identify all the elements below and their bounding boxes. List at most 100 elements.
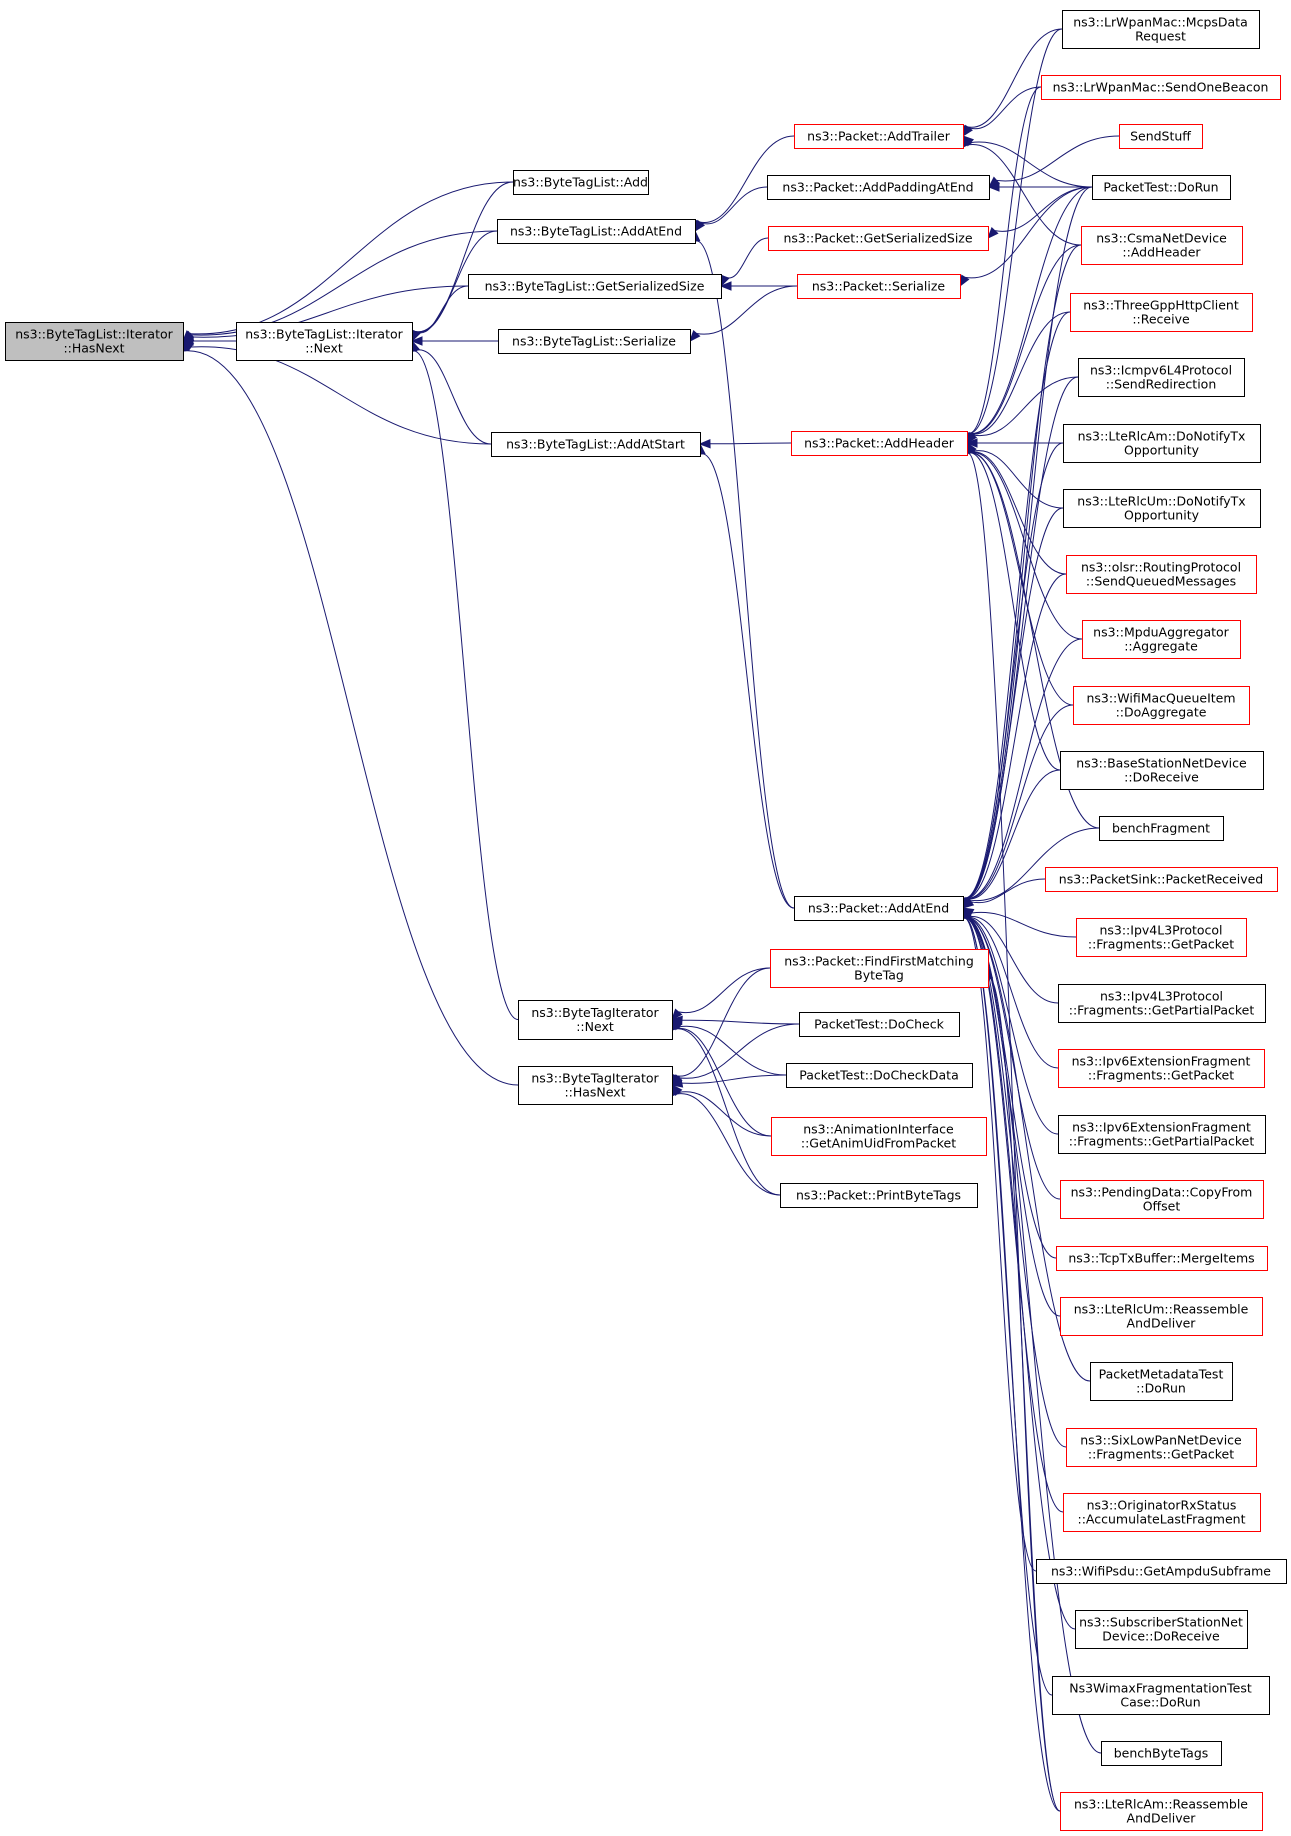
node-benchbt[interactable]: benchByteTags [1101,1741,1222,1766]
node-label: PacketTest::DoCheckData [799,1068,959,1083]
node-btl-getser[interactable]: ns3::ByteTagList::GetSerializedSize [468,274,722,299]
node-label: ns3::Packet::GetSerializedSize [783,231,972,246]
node-p-serialize[interactable]: ns3::Packet::Serialize [797,274,961,299]
node-label: ns3::ThreeGppHttpClient [1083,298,1239,313]
node-printbt[interactable]: ns3::Packet::PrintByteTags [780,1183,978,1208]
node-label: ::AccumulateLastFragment [1078,1512,1246,1527]
node-mpdu[interactable]: ns3::MpduAggregator::Aggregate [1082,620,1241,659]
call-edge [959,573,1067,910]
node-label: ns3::Ipv4L3Protocol [1099,923,1222,938]
node-box [468,274,722,299]
call-edge [670,1018,781,1196]
node-sendstuff[interactable]: SendStuff [1119,124,1203,149]
node-label: ns3::Ipv6ExtensionFragment [1072,1120,1251,1135]
node-btl-next[interactable]: ns3::ByteTagList::Iterator::Next [236,322,413,361]
call-edge [671,1018,772,1137]
node-benchfrag[interactable]: benchFragment [1099,816,1224,841]
node-label: ::Fragments::GetPacket [1088,937,1234,952]
node-anim[interactable]: ns3::AnimationInterface::GetAnimUidFromP… [771,1117,987,1156]
node-btl-add[interactable]: ns3::ByteTagList::Add [513,170,649,195]
node-pt-docheckdata[interactable]: PacketTest::DoCheckData [786,1063,973,1088]
node-btl-serialize[interactable]: ns3::ByteTagList::Serialize [498,329,691,354]
node-box [1058,1049,1265,1088]
node-label: benchByteTags [1114,1746,1209,1761]
node-box [1099,816,1224,841]
node-label: Offset [1143,1199,1181,1214]
node-wifiq[interactable]: ns3::WifiMacQueueItem::DoAggregate [1073,686,1250,725]
node-label: ::AddHeader [1122,245,1201,260]
node-box [780,1183,978,1208]
node-pmeta[interactable]: PacketMetadataTest::DoRun [1090,1362,1233,1401]
node-label: benchFragment [1112,821,1210,836]
node-bti-next[interactable]: ns3::ByteTagIterator::Next [518,1000,673,1040]
node-p-addtrailer[interactable]: ns3::Packet::AddTrailer [794,124,964,149]
node-ipv6partial[interactable]: ns3::Ipv6ExtensionFragment::Fragments::G… [1058,1115,1266,1154]
node-box [1063,1493,1261,1532]
node-box [767,175,990,200]
node-label: ::DoReceive [1124,770,1199,785]
node-icmpv6[interactable]: ns3::Icmpv6L4Protocol::SendRedirection [1078,358,1245,397]
node-psink[interactable]: ns3::PacketSink::PacketReceived [1045,867,1278,892]
node-olsr[interactable]: ns3::olsr::RoutingProtocol::SendQueuedMe… [1066,555,1257,594]
node-p-addpadding[interactable]: ns3::Packet::AddPaddingAtEnd [767,175,990,200]
node-label: ns3::ByteTagIterator [531,1071,659,1086]
node-box [1060,1792,1263,1831]
node-label: ::GetAnimUidFromPacket [801,1136,956,1151]
node-root[interactable]: ns3::ByteTagList::Iterator::HasNext [5,322,184,361]
node-bti-hasnext[interactable]: ns3::ByteTagIterator::HasNext [518,1066,673,1105]
node-box [786,1063,973,1088]
call-edge [966,311,1071,445]
node-box [491,432,701,457]
call-edge [965,244,1082,445]
node-box [1073,686,1250,725]
node-wifipsdu[interactable]: ns3::WifiPsdu::GetAmpduSubframe [1036,1559,1287,1584]
node-label: Opportunity [1124,508,1200,523]
node-btl-addatend[interactable]: ns3::ByteTagList::AddAtEnd [497,219,696,244]
node-pt-docheck[interactable]: PacketTest::DoCheck [799,1012,960,1037]
node-p-addheader[interactable]: ns3::Packet::AddHeader [791,431,968,456]
node-ipv4partial[interactable]: ns3::Ipv4L3Protocol::Fragments::GetParti… [1058,984,1266,1023]
node-box [1076,918,1247,957]
call-edge [694,186,768,233]
node-threegpp[interactable]: ns3::ThreeGppHttpClient::Receive [1070,293,1253,332]
node-box [1058,1115,1266,1154]
call-edge [671,1018,787,1076]
node-lrw-beacon[interactable]: ns3::LrWpanMac::SendOneBeacon [1041,75,1281,100]
node-p-getser[interactable]: ns3::Packet::GetSerializedSize [768,226,989,251]
call-edge [182,181,514,342]
node-bsnd[interactable]: ns3::BaseStationNetDevice::DoReceive [1060,751,1264,790]
node-sixlow[interactable]: ns3::SixLowPanNetDevice::Fragments::GetP… [1066,1428,1257,1467]
node-label: ns3::LteRlcAm::Reassemble [1074,1797,1248,1812]
node-ssnd[interactable]: ns3::SubscriberStationNetDevice::DoRecei… [1075,1610,1248,1649]
node-box [5,322,184,361]
node-ipv6frag[interactable]: ns3::Ipv6ExtensionFragment::Fragments::G… [1058,1049,1265,1088]
node-origrx[interactable]: ns3::OriginatorRxStatus::AccumulateLastF… [1063,1493,1261,1532]
node-csma[interactable]: ns3::CsmaNetDevice::AddHeader [1081,226,1243,265]
call-edge [719,281,798,291]
node-label: Opportunity [1124,443,1200,458]
node-box [1082,620,1241,659]
call-edge [670,1074,787,1088]
node-box [497,219,696,244]
node-btl-addatstart[interactable]: ns3::ByteTagList::AddAtStart [491,432,701,457]
node-pt-dorun[interactable]: PacketTest::DoRun [1092,175,1231,200]
call-edge [720,237,769,288]
node-p-addatend[interactable]: ns3::Packet::AddAtEnd [794,896,964,921]
node-label: AndDeliver [1127,1811,1197,1826]
node-label: ::Fragments::GetPartialPacket [1069,1003,1255,1018]
node-box [1060,1297,1263,1336]
node-box [498,329,691,354]
node-label: ByteTag [854,968,904,983]
node-ipv4frag[interactable]: ns3::Ipv4L3Protocol::Fragments::GetPacke… [1076,918,1247,957]
node-tcptx[interactable]: ns3::TcpTxBuffer::MergeItems [1056,1246,1268,1271]
call-edge [670,1015,800,1026]
node-box [1056,1246,1268,1271]
